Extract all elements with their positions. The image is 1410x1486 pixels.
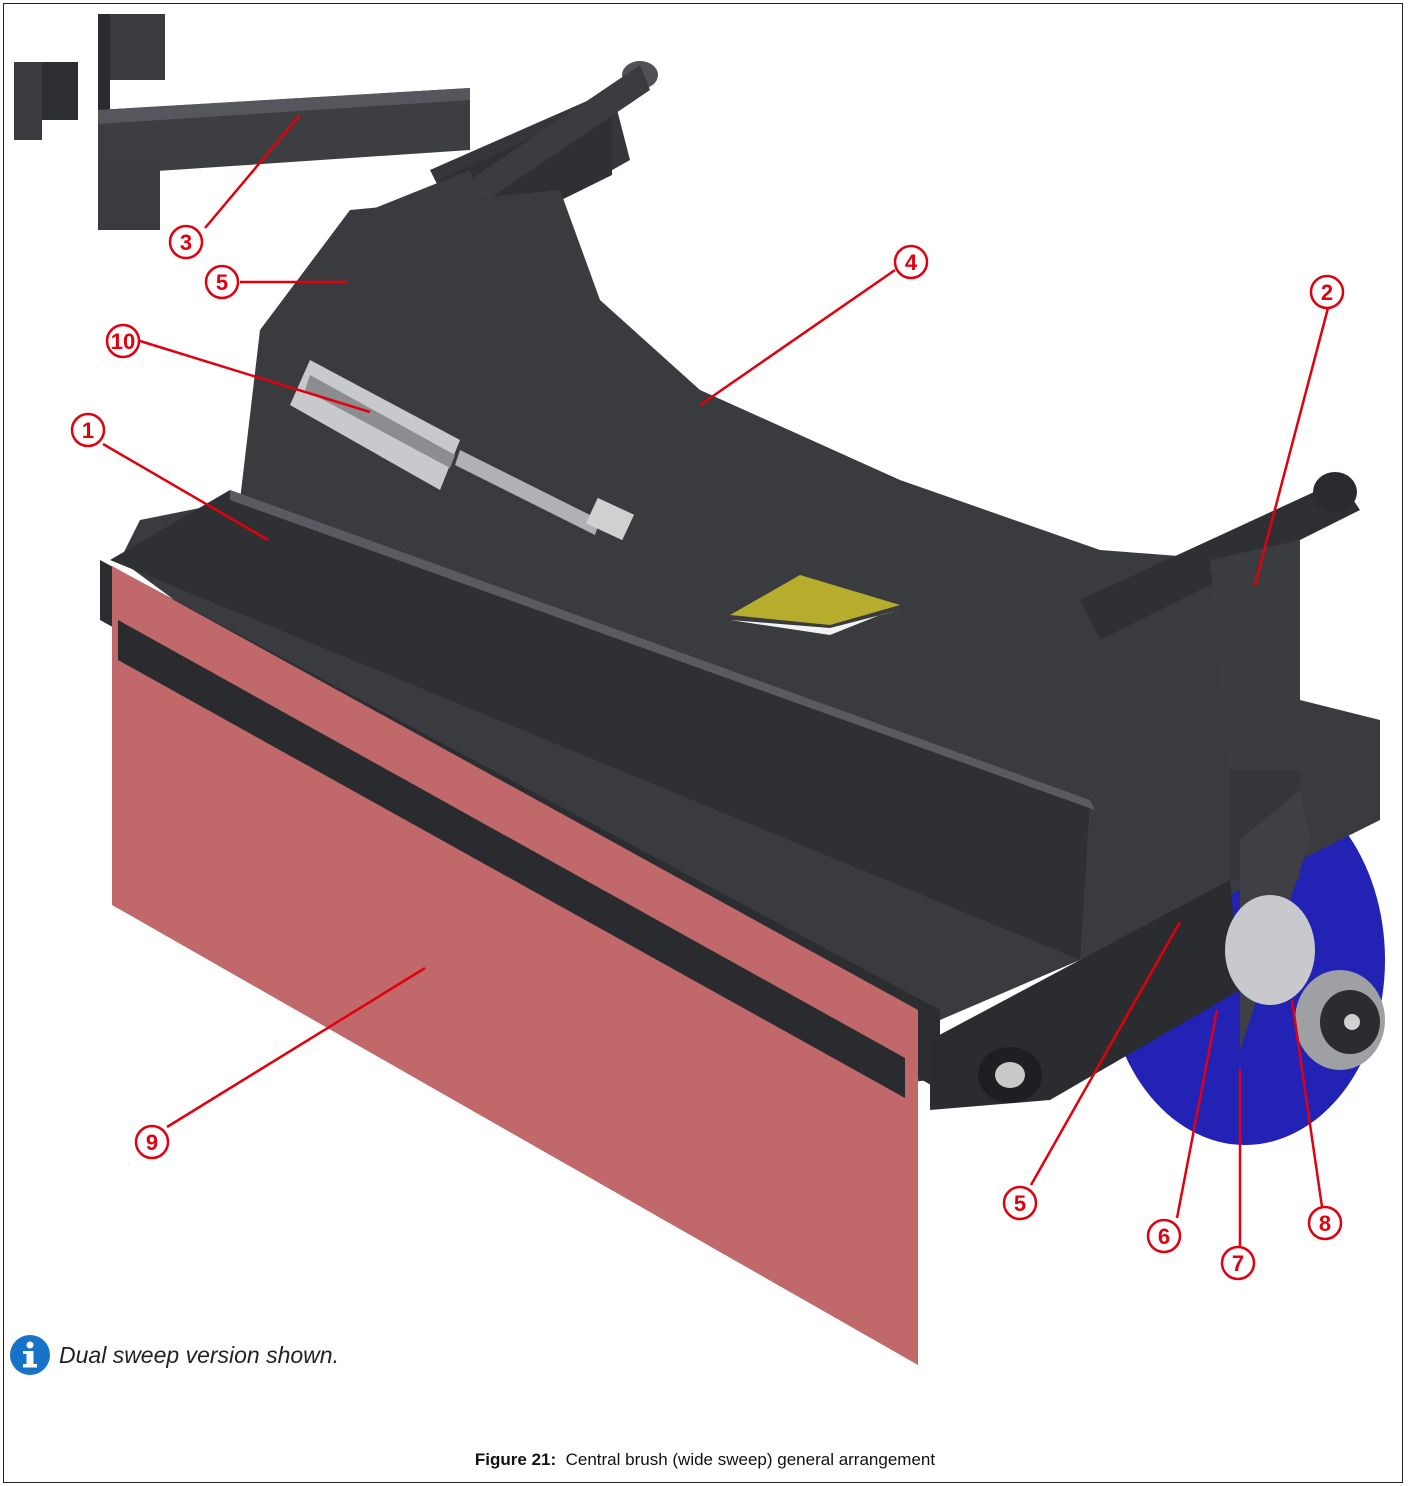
callout-5-top: 5 — [216, 270, 228, 295]
hydraulic-motor — [1225, 895, 1385, 1070]
callout-1: 1 — [82, 418, 94, 443]
callout-9: 9 — [146, 1130, 158, 1155]
caption-label: Figure 21: — [474, 1450, 557, 1469]
pivot-plate — [730, 575, 900, 625]
callout-2: 2 — [1321, 280, 1333, 305]
rubber-flap — [112, 566, 918, 1365]
note-text: Dual sweep version shown. — [59, 1341, 339, 1368]
callout-layer — [70, 114, 1345, 1281]
info-icon — [10, 1335, 50, 1375]
callout-5-bottom: 5 — [1014, 1191, 1026, 1216]
callout-4: 4 — [905, 250, 918, 275]
callout-6: 6 — [1158, 1224, 1170, 1249]
callout-7: 7 — [1232, 1251, 1244, 1276]
callout-labels: 3 5 4 2 10 1 9 5 6 7 8 — [82, 230, 1333, 1276]
callout-10: 10 — [111, 329, 135, 354]
figure-caption: Figure 21: Central brush (wide sweep) ge… — [0, 1450, 1410, 1470]
note-row: Dual sweep version shown. — [8, 1332, 339, 1378]
callout-3: 3 — [180, 230, 192, 255]
lift-cylinder — [290, 360, 635, 541]
caption-text: Central brush (wide sweep) general arran… — [565, 1450, 936, 1469]
callout-8: 8 — [1319, 1211, 1331, 1236]
mounting-arm — [14, 14, 470, 230]
